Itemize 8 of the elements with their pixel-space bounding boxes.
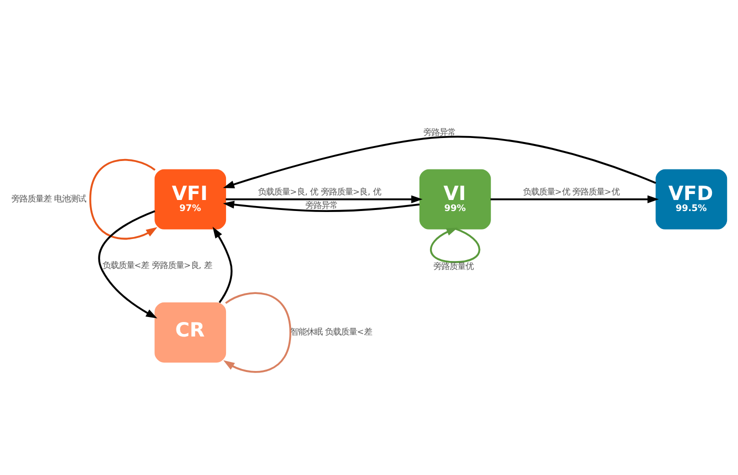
edge-label: 负载质量<差 旁路质量>良, 差 xyxy=(102,260,212,270)
edge-label: 旁路质量差 电池测试 xyxy=(11,193,86,204)
edge-label: 旁路质量优 xyxy=(434,260,474,271)
edge-label: 旁路异常 xyxy=(305,200,338,210)
edge-label: 负载质量>优 旁路质量>优 xyxy=(522,186,620,197)
edge-label: 负载质量>良, 优 旁路质量>良, 优 xyxy=(258,186,382,197)
edge-label: 旁路异常 xyxy=(424,126,456,137)
edge-label: 智能休眠 负载质量<差 xyxy=(290,326,372,337)
